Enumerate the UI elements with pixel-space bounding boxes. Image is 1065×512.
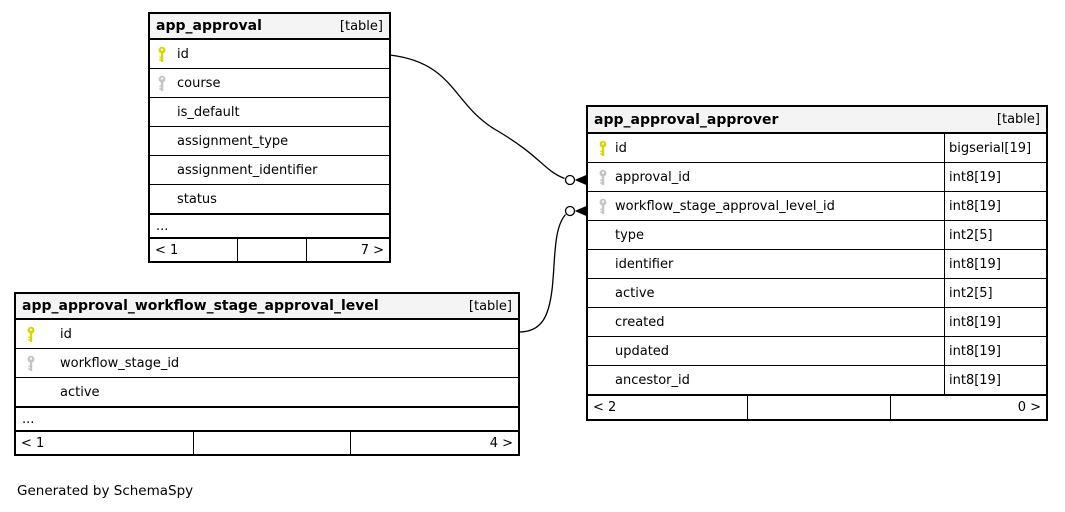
more-columns-ellipsis: ... [150, 213, 389, 237]
column-row-active: active int2[5] [588, 278, 1046, 307]
column-type: int8[19] [944, 308, 1046, 336]
column-row-assignment_type: assignment_type [150, 126, 389, 155]
foreign-key-icon [599, 198, 607, 214]
table-tag: [table] [339, 18, 383, 34]
column-type: int2[5] [944, 221, 1046, 249]
column-row-workflow_stage_id: workflow_stage_id [16, 348, 518, 377]
column-name: assignment_identifier [177, 162, 318, 178]
column-name: workflow_stage_approval_level_id [615, 198, 835, 214]
table-tag: [table] [468, 298, 512, 314]
table-tag: [table] [996, 112, 1040, 127]
column-row-approval_id: approval_id int8[19] [588, 162, 1046, 191]
column-row-ancestor_id: ancestor_id int8[19] [588, 365, 1046, 394]
column-name: course [177, 75, 221, 91]
column-name: created [615, 314, 665, 330]
column-name: updated [615, 343, 670, 359]
pager-parents: < 1 [155, 242, 179, 258]
column-row-updated: updated int8[19] [588, 336, 1046, 365]
relationship-pager: < 1 7 > [150, 237, 389, 261]
column-type: int8[19] [944, 192, 1046, 220]
column-row-identifier: identifier int8[19] [588, 249, 1046, 278]
column-name: active [615, 285, 655, 301]
table-name: app_approval_approver [594, 111, 779, 128]
column-name: id [177, 46, 189, 62]
column-row-id: id [16, 319, 518, 348]
pager-children: 0 > [890, 396, 1046, 419]
primary-key-icon [158, 46, 166, 62]
foreign-key-icon [599, 169, 607, 185]
table-header-app_approval_approver[interactable]: app_approval_approver [table] [588, 107, 1046, 133]
foreign-key-icon [27, 355, 35, 371]
table-header-app_approval_workflow_stage_approval_level[interactable]: app_approval_workflow_stage_approval_lev… [16, 294, 518, 319]
table-node-app_approval[interactable]: app_approval [table] id course is_defaul… [148, 12, 391, 263]
relationship-pager: < 1 4 > [16, 430, 518, 454]
column-name: type [615, 227, 645, 243]
generated-by-credit: Generated by SchemaSpy [17, 483, 194, 499]
column-name: approval_id [615, 169, 691, 185]
column-name: id [615, 140, 627, 156]
column-type: int2[5] [944, 279, 1046, 307]
table-node-app_approval_approver[interactable]: app_approval_approver [table] id bigseri… [586, 105, 1048, 421]
table-header-app_approval[interactable]: app_approval [table] [150, 14, 389, 39]
more-columns-ellipsis: ... [16, 406, 518, 430]
column-type: int8[19] [944, 337, 1046, 365]
column-name: assignment_type [177, 133, 289, 149]
relationship-workflow-stage-level-to-approver [518, 205, 589, 333]
pager-middle [747, 396, 890, 419]
column-row-course: course [150, 68, 389, 97]
column-name: identifier [615, 256, 674, 272]
pager-middle [237, 239, 306, 261]
column-row-type: type int2[5] [588, 220, 1046, 249]
relationship-pager: < 2 0 > [588, 394, 1046, 419]
primary-key-icon [599, 140, 607, 156]
column-name: active [60, 384, 100, 400]
pager-parents: < 1 [21, 435, 45, 451]
column-name: is_default [177, 104, 240, 120]
column-row-active: active [16, 377, 518, 406]
relationship-app_approval-to-approver [389, 54, 589, 186]
column-name: ancestor_id [615, 372, 690, 388]
column-type: int8[19] [944, 250, 1046, 278]
pager-middle [193, 432, 350, 454]
column-type: int8[19] [944, 366, 1046, 394]
foreign-key-icon [158, 75, 166, 91]
primary-key-icon [27, 326, 35, 342]
column-type: int8[19] [944, 163, 1046, 191]
pager-children: 4 > [350, 432, 518, 454]
column-row-status: status [150, 184, 389, 213]
column-name: id [60, 326, 72, 342]
column-row-id: id [150, 39, 389, 68]
pager-children: 7 > [306, 239, 389, 261]
table-name: app_approval [156, 18, 262, 34]
column-name: workflow_stage_id [60, 355, 180, 371]
table-name: app_approval_workflow_stage_approval_lev… [22, 298, 379, 314]
column-row-workflow_stage_approval_level_id: workflow_stage_approval_level_id int8[19… [588, 191, 1046, 220]
column-type: bigserial[19] [944, 134, 1046, 162]
column-row-id: id bigserial[19] [588, 133, 1046, 162]
column-name: status [177, 191, 217, 207]
pager-parents: < 2 [593, 400, 617, 415]
column-row-assignment_identifier: assignment_identifier [150, 155, 389, 184]
table-node-app_approval_workflow_stage_approval_level[interactable]: app_approval_workflow_stage_approval_lev… [14, 292, 520, 456]
column-row-created: created int8[19] [588, 307, 1046, 336]
column-row-is_default: is_default [150, 97, 389, 126]
